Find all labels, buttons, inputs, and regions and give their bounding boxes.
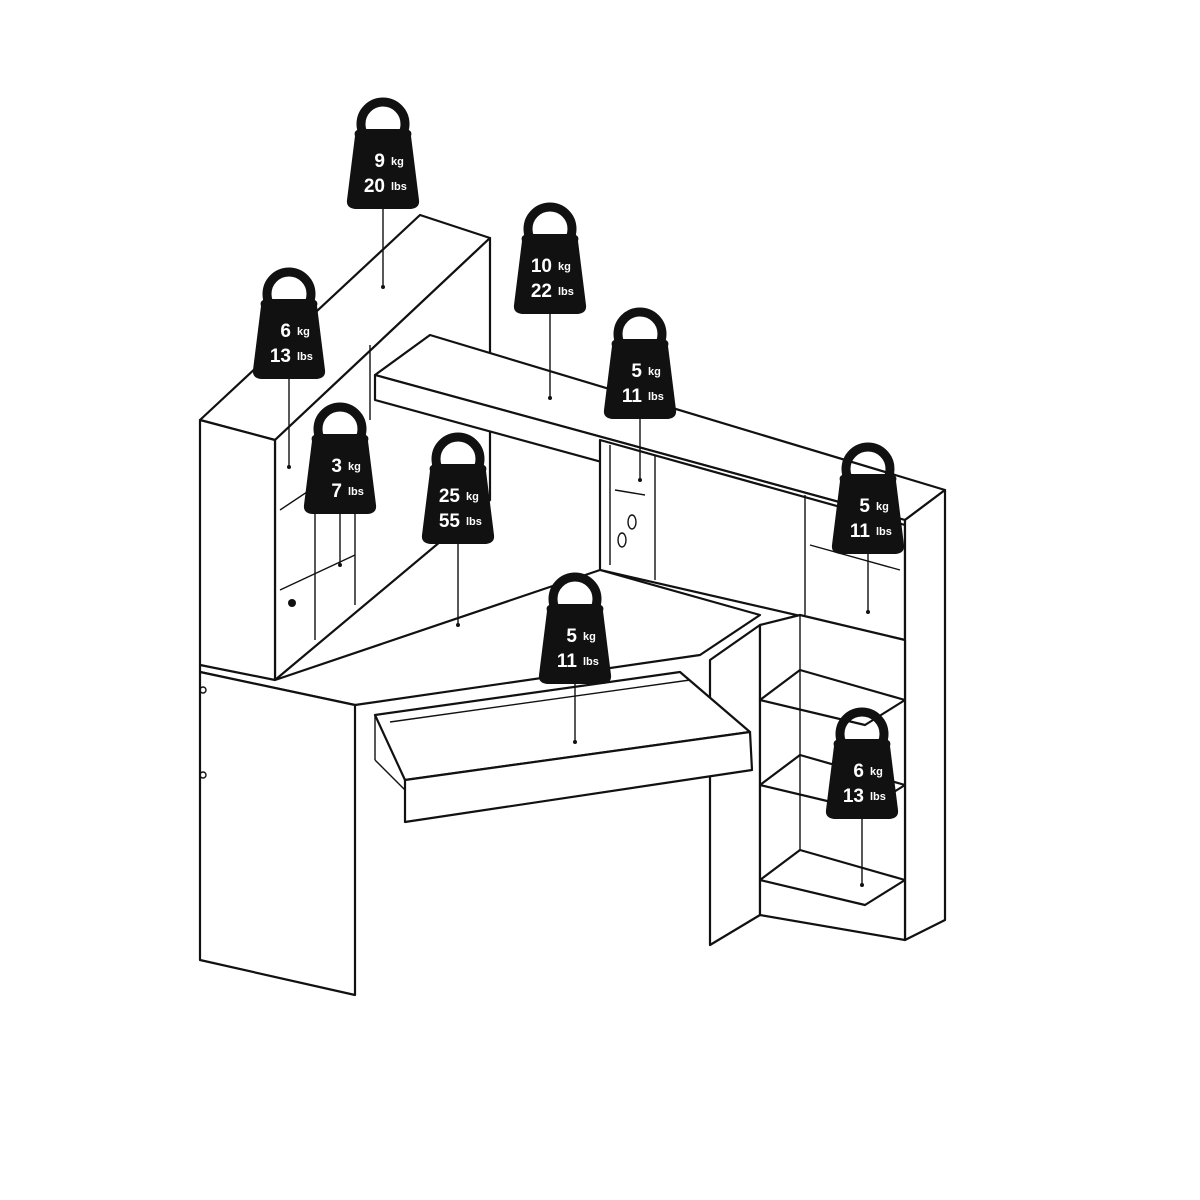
- weight-hutch-left-top: 9 kg 20 lbs: [346, 97, 420, 289]
- weight-kg-value: 25: [439, 486, 461, 507]
- weight-kg-unit: kg: [466, 491, 479, 503]
- weight-keyboard-drawer: 5 kg 11 lbs: [538, 572, 612, 744]
- weight-lbs-value: 11: [850, 521, 871, 542]
- weight-lbs-unit: lbs: [297, 351, 313, 363]
- weight-icon: [831, 474, 905, 554]
- weight-lbs-unit: lbs: [348, 486, 364, 498]
- weight-lbs-value: 13: [270, 346, 291, 367]
- weight-icon: [538, 604, 612, 684]
- weight-lbs-unit: lbs: [466, 516, 482, 528]
- weight-lbs-unit: lbs: [870, 791, 886, 803]
- weight-lbs-unit: lbs: [876, 526, 892, 538]
- weight-icon: [513, 234, 587, 314]
- weight-hutch-long-top: 10 kg 22 lbs: [513, 202, 587, 400]
- weight-lbs-value: 22: [531, 281, 552, 302]
- weight-kg-unit: kg: [558, 261, 571, 273]
- left-leg-panel: [198, 670, 357, 997]
- weight-kg-value: 5: [631, 361, 642, 382]
- keyboard-drawer: [373, 670, 754, 824]
- weight-lbs-unit: lbs: [648, 391, 664, 403]
- weight-kg-value: 5: [566, 626, 577, 647]
- weight-kg-value: 6: [280, 321, 291, 342]
- weight-kg-unit: kg: [348, 461, 361, 473]
- weight-kg-value: 9: [374, 151, 385, 172]
- weight-kg-value: 10: [531, 256, 552, 277]
- weight-hutch-small-shelf: 5 kg 11 lbs: [603, 307, 677, 482]
- weight-lbs-value: 7: [331, 481, 342, 502]
- weight-kg-unit: kg: [297, 326, 310, 338]
- weight-right-hutch-shelf: 5 kg 11 lbs: [831, 442, 905, 614]
- weight-right-bookcase-shelf: 6 kg 13 lbs: [825, 707, 899, 887]
- weight-icon: [252, 299, 326, 379]
- weight-lbs-value: 13: [843, 786, 864, 807]
- weight-lbs-unit: lbs: [583, 656, 599, 668]
- weight-left-hutch-inner-shelf: 3 kg 7 lbs: [303, 402, 377, 567]
- weight-lbs-unit: lbs: [558, 286, 574, 298]
- weight-lbs-value: 11: [622, 386, 643, 407]
- weight-desk-top: 25 kg 55 lbs: [421, 432, 495, 627]
- weight-kg-value: 6: [853, 761, 864, 782]
- weight-kg-unit: kg: [870, 766, 883, 778]
- right-tower: [903, 488, 947, 942]
- weight-kg-unit: kg: [391, 156, 404, 168]
- weight-icon: [603, 339, 677, 419]
- weight-left-tower-shelf: 6 kg 13 lbs: [252, 267, 326, 469]
- weight-icon: [346, 129, 420, 209]
- weight-lbs-value: 20: [364, 176, 385, 197]
- weight-kg-unit: kg: [648, 366, 661, 378]
- weight-icon: [825, 739, 899, 819]
- weight-kg-value: 5: [859, 496, 870, 517]
- weight-lbs-unit: lbs: [391, 181, 407, 193]
- weight-kg-unit: kg: [876, 501, 889, 513]
- weight-kg-unit: kg: [583, 631, 596, 643]
- weight-kg-value: 3: [331, 456, 342, 477]
- weight-lbs-value: 55: [439, 511, 461, 532]
- weight-icon: [303, 434, 377, 514]
- weight-icon: [421, 464, 495, 544]
- weight-lbs-value: 11: [557, 651, 578, 672]
